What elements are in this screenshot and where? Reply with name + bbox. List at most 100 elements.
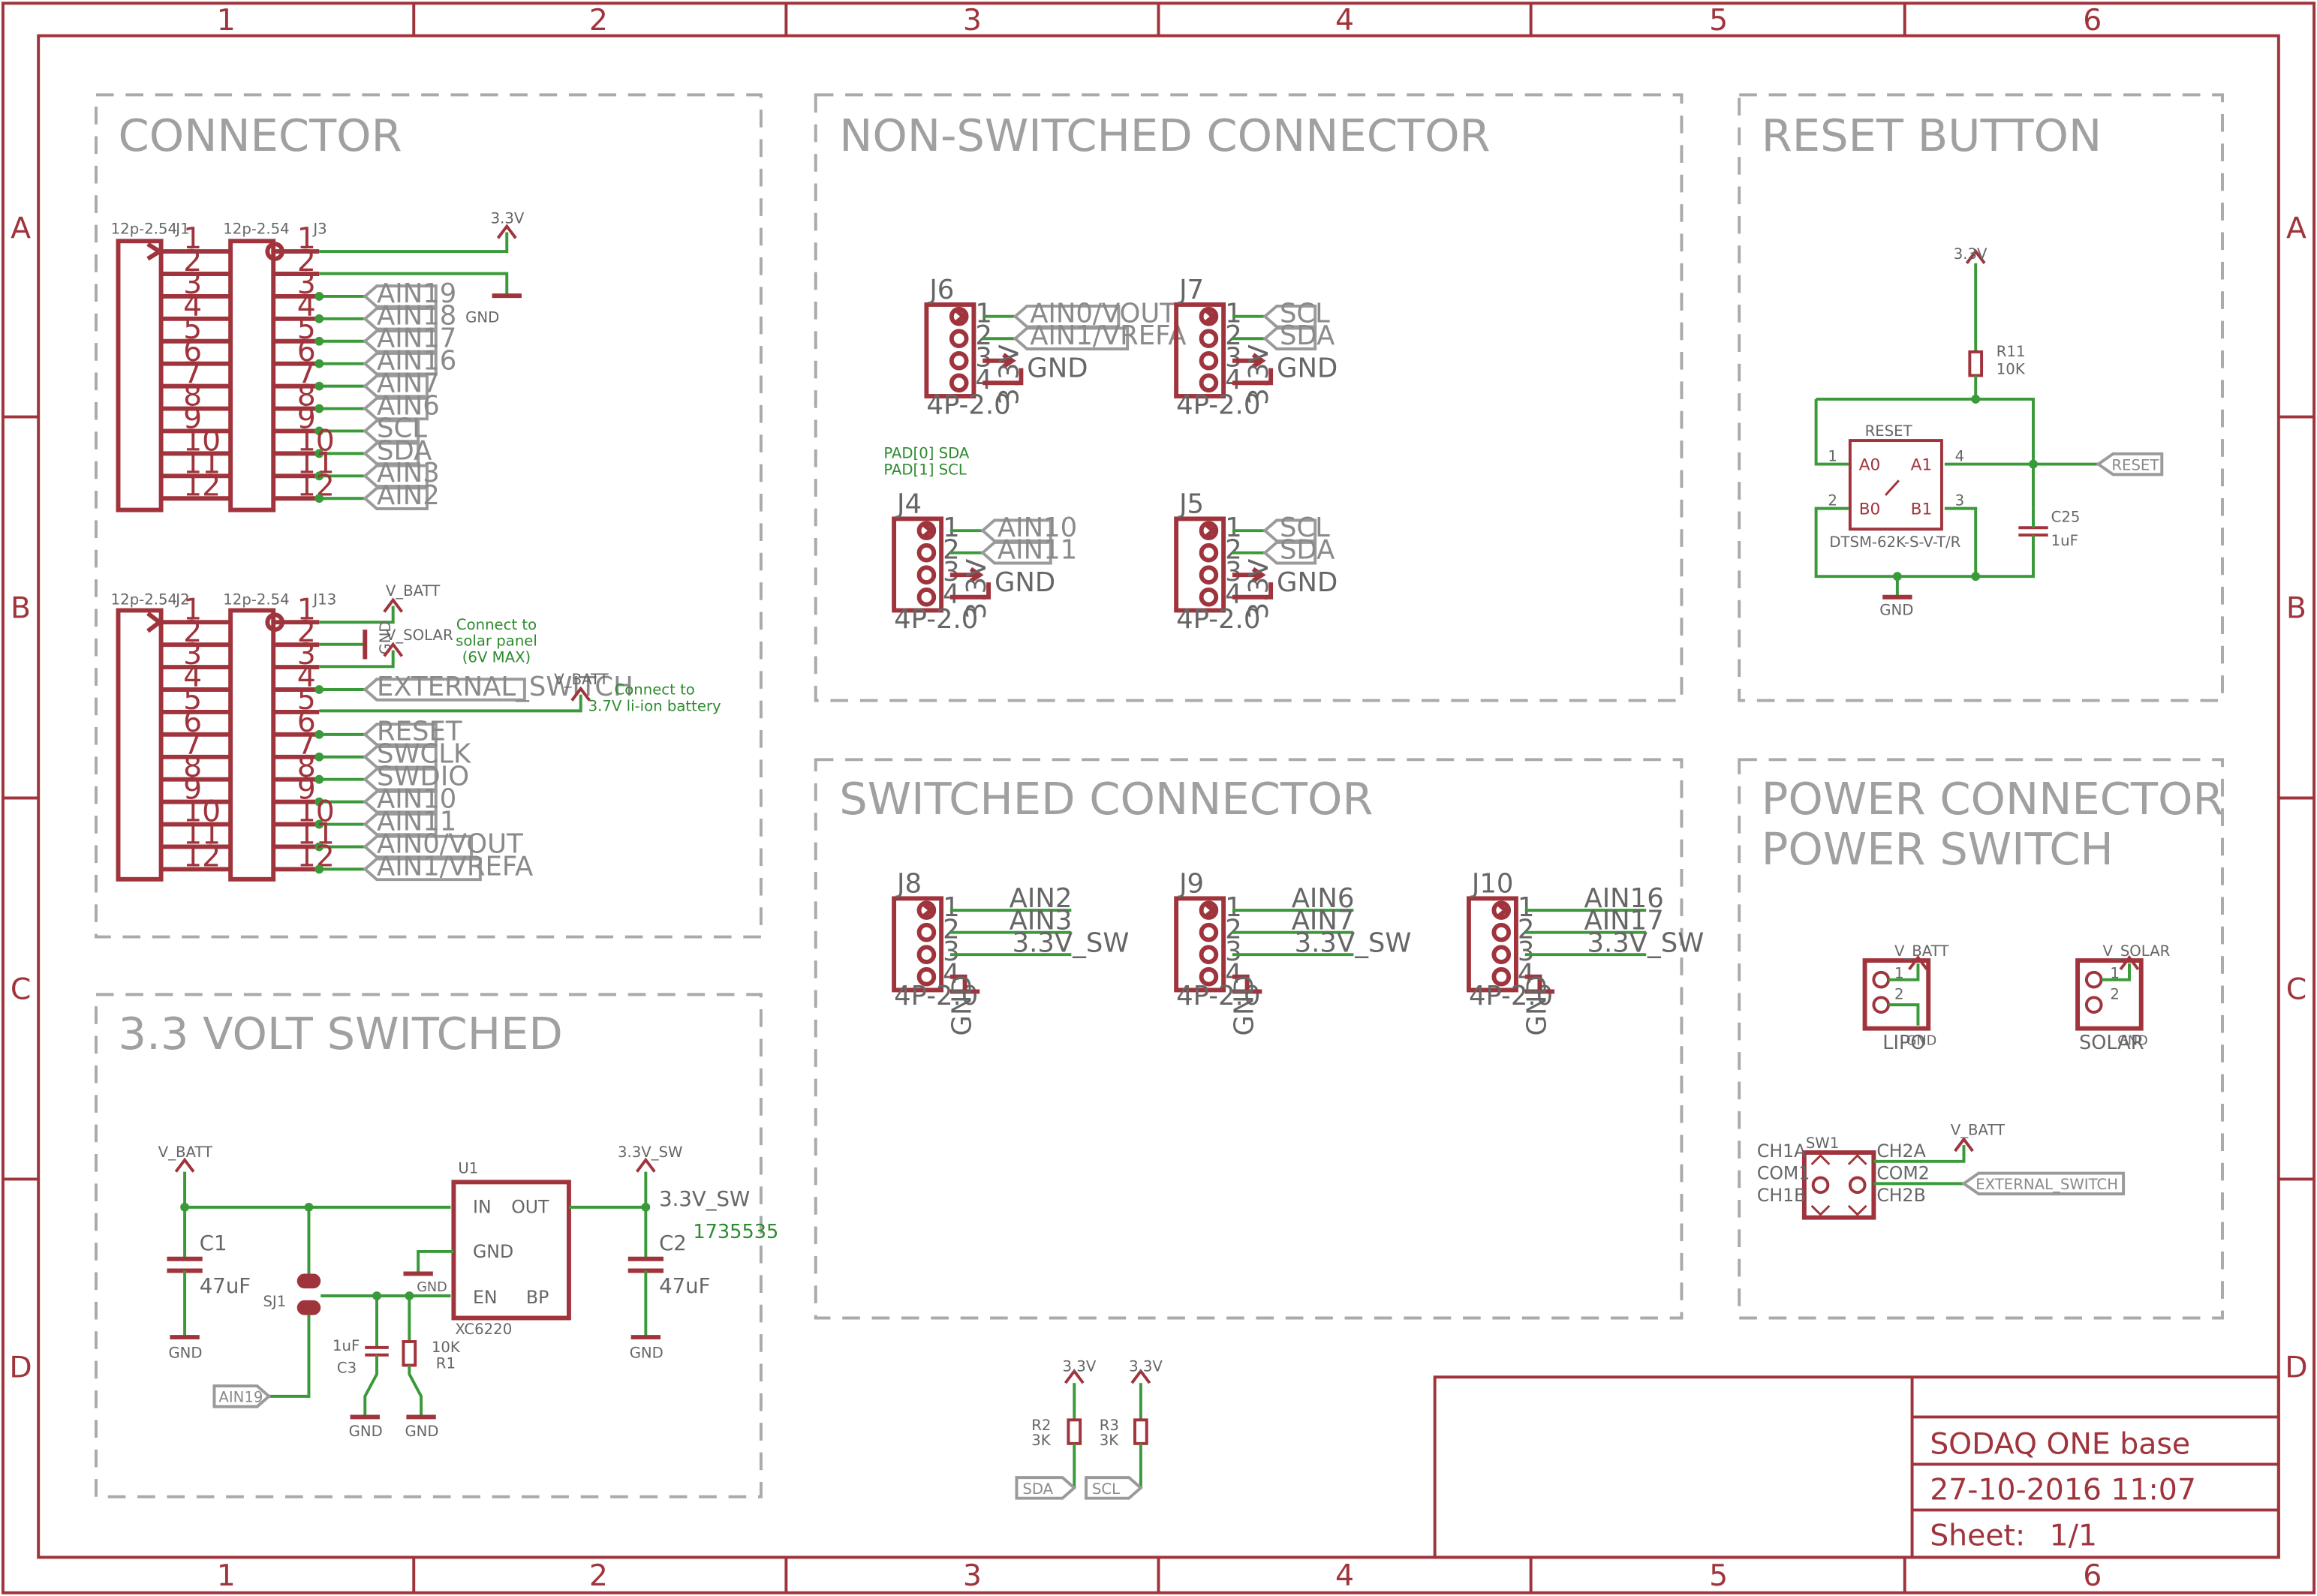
note-solar-1: Connect to xyxy=(456,616,537,633)
switched-connector-label: AIN6 xyxy=(1292,883,1355,914)
header-pin-left: 6 xyxy=(183,705,202,739)
switched-connector-pin-number: 2 xyxy=(1225,915,1242,945)
header-pin-right: 4 xyxy=(297,660,316,694)
header-pin-left: 4 xyxy=(183,289,202,323)
reset-title: RESET BUTTON xyxy=(1762,110,2102,161)
switched-connector-body xyxy=(892,896,944,993)
frame-row-c: C xyxy=(11,972,31,1006)
header-pin-left: 5 xyxy=(183,311,202,346)
header-pin-right: 7 xyxy=(297,356,316,391)
header-pin-left: 5 xyxy=(183,682,202,717)
r11-symbol xyxy=(1968,350,1984,377)
header-pin-right: 7 xyxy=(297,727,316,762)
title-block-sheet-label: Sheet: xyxy=(1930,1519,2025,1553)
note-solar-2: solar panel xyxy=(456,633,537,650)
header-net-flag xyxy=(363,351,438,376)
external-switch-flag-label: EXTERNAL_SWITCH xyxy=(1975,1176,2118,1193)
connector-4p-pin-number: 4 xyxy=(1225,579,1242,610)
header-pin-left: 8 xyxy=(183,750,202,784)
header-net-flag xyxy=(363,464,429,488)
external-switch-flag xyxy=(1961,1171,2126,1196)
frame-col-3: 3 xyxy=(963,3,982,38)
switched-connector-body xyxy=(1174,896,1226,993)
c1-value: 47uF xyxy=(200,1274,251,1298)
lipo-gnd-label: GND xyxy=(1906,1033,1937,1048)
frame-col-2: 2 xyxy=(589,3,608,38)
sw1-ch1b: CH1B xyxy=(1757,1185,1806,1206)
j1-pin-marker xyxy=(146,242,164,261)
solar-connector xyxy=(2075,958,2144,1031)
switched-connector-pin-number: 3 xyxy=(1225,936,1242,967)
connector-4p-pin-number: 4 xyxy=(1225,365,1242,395)
j2-gnd-label: GND xyxy=(377,621,394,654)
reset-section xyxy=(1738,93,2224,702)
reset-net-flag xyxy=(2096,452,2164,476)
power-section xyxy=(1738,758,2224,1320)
header-net-label: AIN11 xyxy=(377,806,456,837)
header-net-label: AIN2 xyxy=(377,480,440,511)
header-pin-right: 3 xyxy=(297,266,316,301)
c2-name: C2 xyxy=(659,1231,687,1255)
connector-4p-flag-label: SDA xyxy=(1280,535,1335,566)
switched-connector-pin xyxy=(1199,922,1219,942)
switched-connector-pin-number: 4 xyxy=(1225,959,1242,990)
switched-connector-name: J9 xyxy=(1178,869,1204,900)
reset-a1: A1 xyxy=(1911,455,1933,474)
non-switched-title: NON-SWITCHED CONNECTOR xyxy=(839,110,1490,161)
header-net-dot xyxy=(314,314,324,323)
connector-4p-flag xyxy=(1262,304,1317,329)
r2-name: R2 xyxy=(1031,1417,1051,1434)
header-net-label: AIN10 xyxy=(377,783,456,814)
header-net-flag xyxy=(363,396,429,421)
frame-col-5-bottom: 5 xyxy=(1709,1558,1728,1593)
switched-connector-pin xyxy=(916,945,937,964)
header-pin-left: 2 xyxy=(183,244,202,278)
header-net-label: AIN6 xyxy=(377,390,440,421)
volt-3v3sw-big-label: 3.3V_SW xyxy=(659,1187,750,1211)
connector-4p-pin-number: 1 xyxy=(1225,512,1242,543)
switched-connector-pin-number: 3 xyxy=(1518,936,1535,967)
connector-4p-flag xyxy=(1262,326,1317,350)
sw1-ch2a: CH2A xyxy=(1876,1141,1925,1162)
header-net-label: SDA xyxy=(377,435,432,466)
header-net-flag xyxy=(363,723,438,747)
pad-note-1: PAD[0] SDA xyxy=(883,445,970,462)
switched-connector-gnd-wire xyxy=(1232,974,1250,992)
power-title-1: POWER CONNECTOR xyxy=(1762,773,2224,825)
non-switched-section xyxy=(814,93,1684,702)
j1-package: 12p-2.54 xyxy=(111,220,177,237)
reset-3v3-label: 3.3V xyxy=(1954,245,1988,263)
connector-4p-body xyxy=(892,516,944,613)
connector-4p-flag xyxy=(1013,326,1130,350)
title-block-name: SODAQ ONE base xyxy=(1930,1427,2190,1462)
connector-4p-gnd-label: GND xyxy=(995,567,1055,598)
header-pin-left: 3 xyxy=(183,266,202,301)
connector-4p-marker xyxy=(1202,521,1217,540)
frame-col-2-bottom: 2 xyxy=(589,1558,608,1593)
r3-name: R3 xyxy=(1100,1417,1119,1434)
r1-gnd-label: GND xyxy=(405,1423,438,1440)
connector-4p-flag-label: SCL xyxy=(1280,512,1330,543)
switched-connector-gnd-wire xyxy=(1524,974,1542,992)
header-net-dot xyxy=(314,359,324,368)
connector-4p-pin-number: 4 xyxy=(975,365,992,395)
header-pin-right: 8 xyxy=(297,379,316,413)
header-pin-right: 5 xyxy=(297,682,316,717)
u1-name: U1 xyxy=(458,1160,478,1177)
connector-4p-package: 4P-2.0 xyxy=(894,604,978,635)
c25-value: 1uF xyxy=(2051,532,2078,549)
reset-net-flag-label: RESET xyxy=(2111,456,2159,473)
header-net-flag xyxy=(363,486,429,510)
header-net-label: SWCLK xyxy=(377,739,471,770)
volt-title: 3.3 VOLT SWITCHED xyxy=(119,1008,563,1059)
connector-4p-body xyxy=(924,302,976,398)
reset-switch-name: RESET xyxy=(1865,422,1913,440)
connector-4p-pin xyxy=(949,373,969,393)
title-block-sheet: 1/1 xyxy=(2050,1519,2097,1553)
frame-row-a: A xyxy=(11,211,31,245)
lipo-label: LIPO xyxy=(1882,1032,1925,1054)
